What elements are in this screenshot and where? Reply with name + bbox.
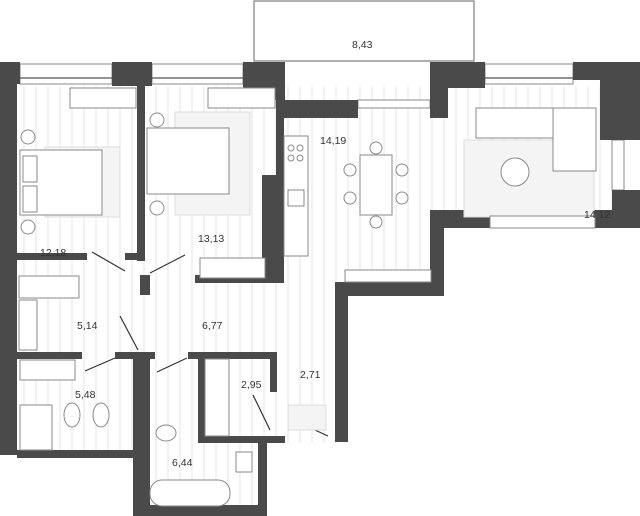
label-bedroom1: 12,18: [40, 247, 66, 259]
tv-stand: [489, 215, 596, 229]
label-kitchen-dining: 14,19: [320, 135, 346, 147]
label-bedroom2: 13,13: [198, 233, 224, 245]
walls: [0, 62, 640, 516]
label-balcony: 8,43: [352, 39, 373, 51]
dining-table: [359, 154, 393, 216]
label-bathroom2: 6,44: [172, 457, 193, 469]
label-living: 14,12: [584, 209, 610, 221]
bathtub: [149, 479, 231, 507]
coffee-table: [500, 157, 530, 187]
exterior-area: [0, 228, 640, 516]
balcony: [253, 0, 475, 62]
label-bathroom1: 5,48: [75, 389, 96, 401]
label-hall: 6,77: [202, 320, 223, 332]
label-wardrobe: 5,14: [77, 320, 98, 332]
windows: [19, 63, 625, 191]
room-labels: 8,43 14,19 14,12 12,18 13,13 5,14 6,77 5…: [40, 39, 610, 469]
bed-bedroom2: [146, 127, 230, 195]
furniture: [18, 87, 597, 507]
label-entrance: 2,71: [300, 369, 321, 381]
label-closet: 2,95: [241, 379, 262, 391]
